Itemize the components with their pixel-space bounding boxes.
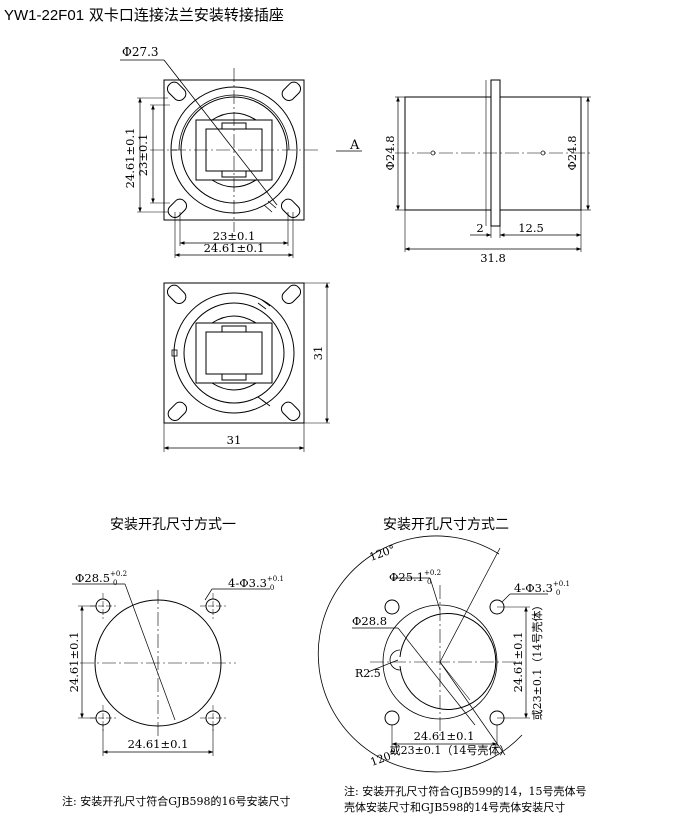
rear-v-31-label: 31 bbox=[311, 346, 325, 361]
cutout2-hole-tl bbox=[384, 599, 400, 615]
front-slot-tr bbox=[281, 81, 302, 102]
cutout2-dim-v-alt-label: 或23±0.1（14号壳体） bbox=[530, 600, 544, 721]
front-slot-tl bbox=[166, 81, 187, 102]
side-dim-12-5-label: 12.5 bbox=[518, 221, 544, 235]
rear-h-31-label: 31 bbox=[227, 433, 242, 447]
front-v-outer-label: 24.61±0.1 bbox=[123, 128, 137, 189]
rear-view bbox=[163, 282, 330, 452]
cutout2-title: 安装开孔尺寸方式二 bbox=[383, 517, 509, 533]
front-slot-br bbox=[280, 198, 301, 219]
model-number: YW1-22F01 bbox=[4, 7, 85, 24]
drawing-title: YW1-22F01 双卡口连接法兰安装转接插座 bbox=[4, 4, 284, 25]
cutout2-dim-h-label: 24.61±0.1 bbox=[414, 729, 475, 743]
side-body-left bbox=[404, 96, 492, 211]
cutout2-note-line1: 注: 安装开孔尺寸符合GJB599的14，15号壳体号 bbox=[344, 785, 587, 798]
cutout2-inner-hole bbox=[399, 613, 497, 710]
front-h-inner-label: 23±0.1 bbox=[213, 229, 256, 243]
side-body-right bbox=[499, 96, 582, 211]
side-phi-right-label: Φ24.8 bbox=[565, 135, 579, 170]
rear-insert-outer bbox=[195, 322, 273, 384]
cutout2-dim-v-label: 24.61±0.1 bbox=[511, 632, 525, 693]
view-a-label: A bbox=[349, 138, 360, 153]
cutout1-dim-v-label: 24.61±0.1 bbox=[67, 632, 81, 693]
cutout1-title: 安装开孔尺寸方式一 bbox=[110, 517, 236, 533]
rear-insert-inner bbox=[205, 331, 263, 375]
cutout2-note-line2: 壳体安装尺寸和GJB598的14号壳体安装尺寸 bbox=[344, 801, 566, 814]
cutout-method-2 bbox=[317, 535, 548, 773]
cutout1-dim-h-label: 24.61±0.1 bbox=[128, 737, 189, 751]
front-slot-bl bbox=[167, 198, 188, 219]
front-view bbox=[120, 59, 362, 258]
cutout2-dim-h-alt-label: 或23±0.1（14号壳体） bbox=[390, 743, 511, 757]
side-view bbox=[395, 79, 591, 252]
rear-flange bbox=[163, 282, 305, 424]
front-phi-label: Φ27.3 bbox=[122, 45, 159, 59]
cutout2-angle-top-label: 120° bbox=[368, 543, 397, 564]
cutout2-sector-arc bbox=[317, 535, 523, 773]
cutout2-phi-outer-label: Φ28.8 bbox=[352, 614, 387, 628]
cutout1-note: 注: 安装开孔尺寸符合GJB598的16号安装尺寸 bbox=[62, 795, 291, 808]
side-dim-31-8-label: 31.8 bbox=[480, 251, 506, 265]
cutout2-radius-label: R2.5 bbox=[355, 667, 381, 680]
rear-outer-circle bbox=[173, 292, 295, 414]
rear-inner-circle bbox=[183, 302, 285, 404]
front-v-inner-label: 23±0.1 bbox=[136, 134, 150, 177]
cutout2-hole-bl bbox=[384, 710, 400, 726]
side-dim-2-label: 2 bbox=[476, 221, 483, 235]
title-text: 双卡口连接法兰安装转接插座 bbox=[88, 6, 284, 24]
cutout-method-1 bbox=[72, 583, 270, 756]
side-phi-left-label: Φ24.8 bbox=[383, 135, 397, 170]
front-h-outer-label: 24.61±0.1 bbox=[204, 241, 265, 255]
